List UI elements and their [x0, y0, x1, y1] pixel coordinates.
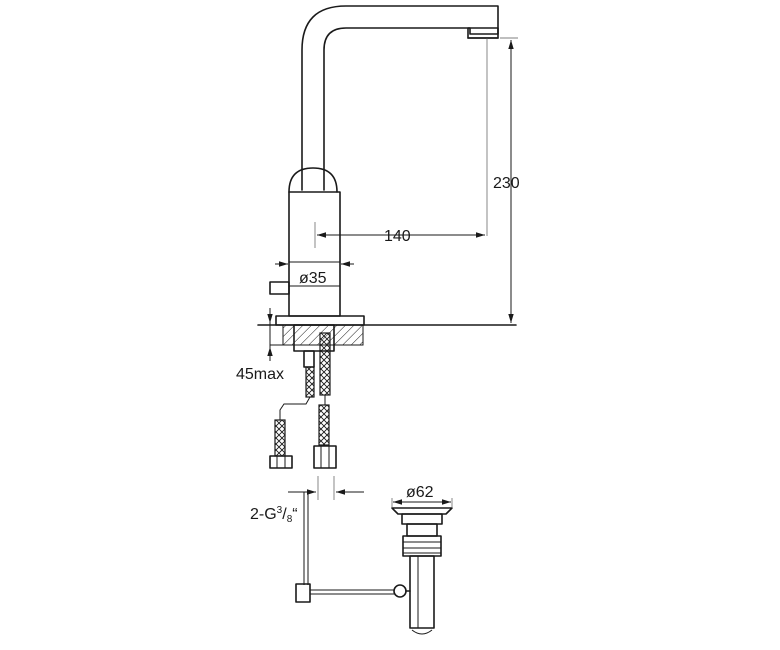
deck-thickness-label: 45max — [236, 366, 284, 383]
faucet-body — [269, 167, 341, 317]
body-diameter-label: ø35 — [299, 270, 327, 287]
dimension-connection — [288, 476, 364, 500]
connection-prefix: 2-G — [250, 506, 277, 523]
dimension-waste-diameter — [391, 498, 453, 508]
faucet-base — [257, 315, 517, 352]
connection-denominator: 8 — [287, 514, 293, 525]
supply-hoses — [269, 332, 337, 469]
waste-diameter-label: ø62 — [406, 484, 434, 501]
connection-numerator: 3 — [277, 505, 283, 516]
connection-suffix: “ — [292, 506, 297, 523]
dimension-height — [486, 37, 518, 323]
reach-label: 140 — [384, 228, 411, 245]
height-label: 230 — [493, 175, 520, 192]
faucet-spout — [301, 5, 499, 191]
waste-drain — [295, 492, 453, 635]
dimension-reach — [314, 222, 485, 248]
connection-label: 2-G3/8“ — [250, 505, 298, 525]
connection-slash: / — [282, 506, 287, 523]
